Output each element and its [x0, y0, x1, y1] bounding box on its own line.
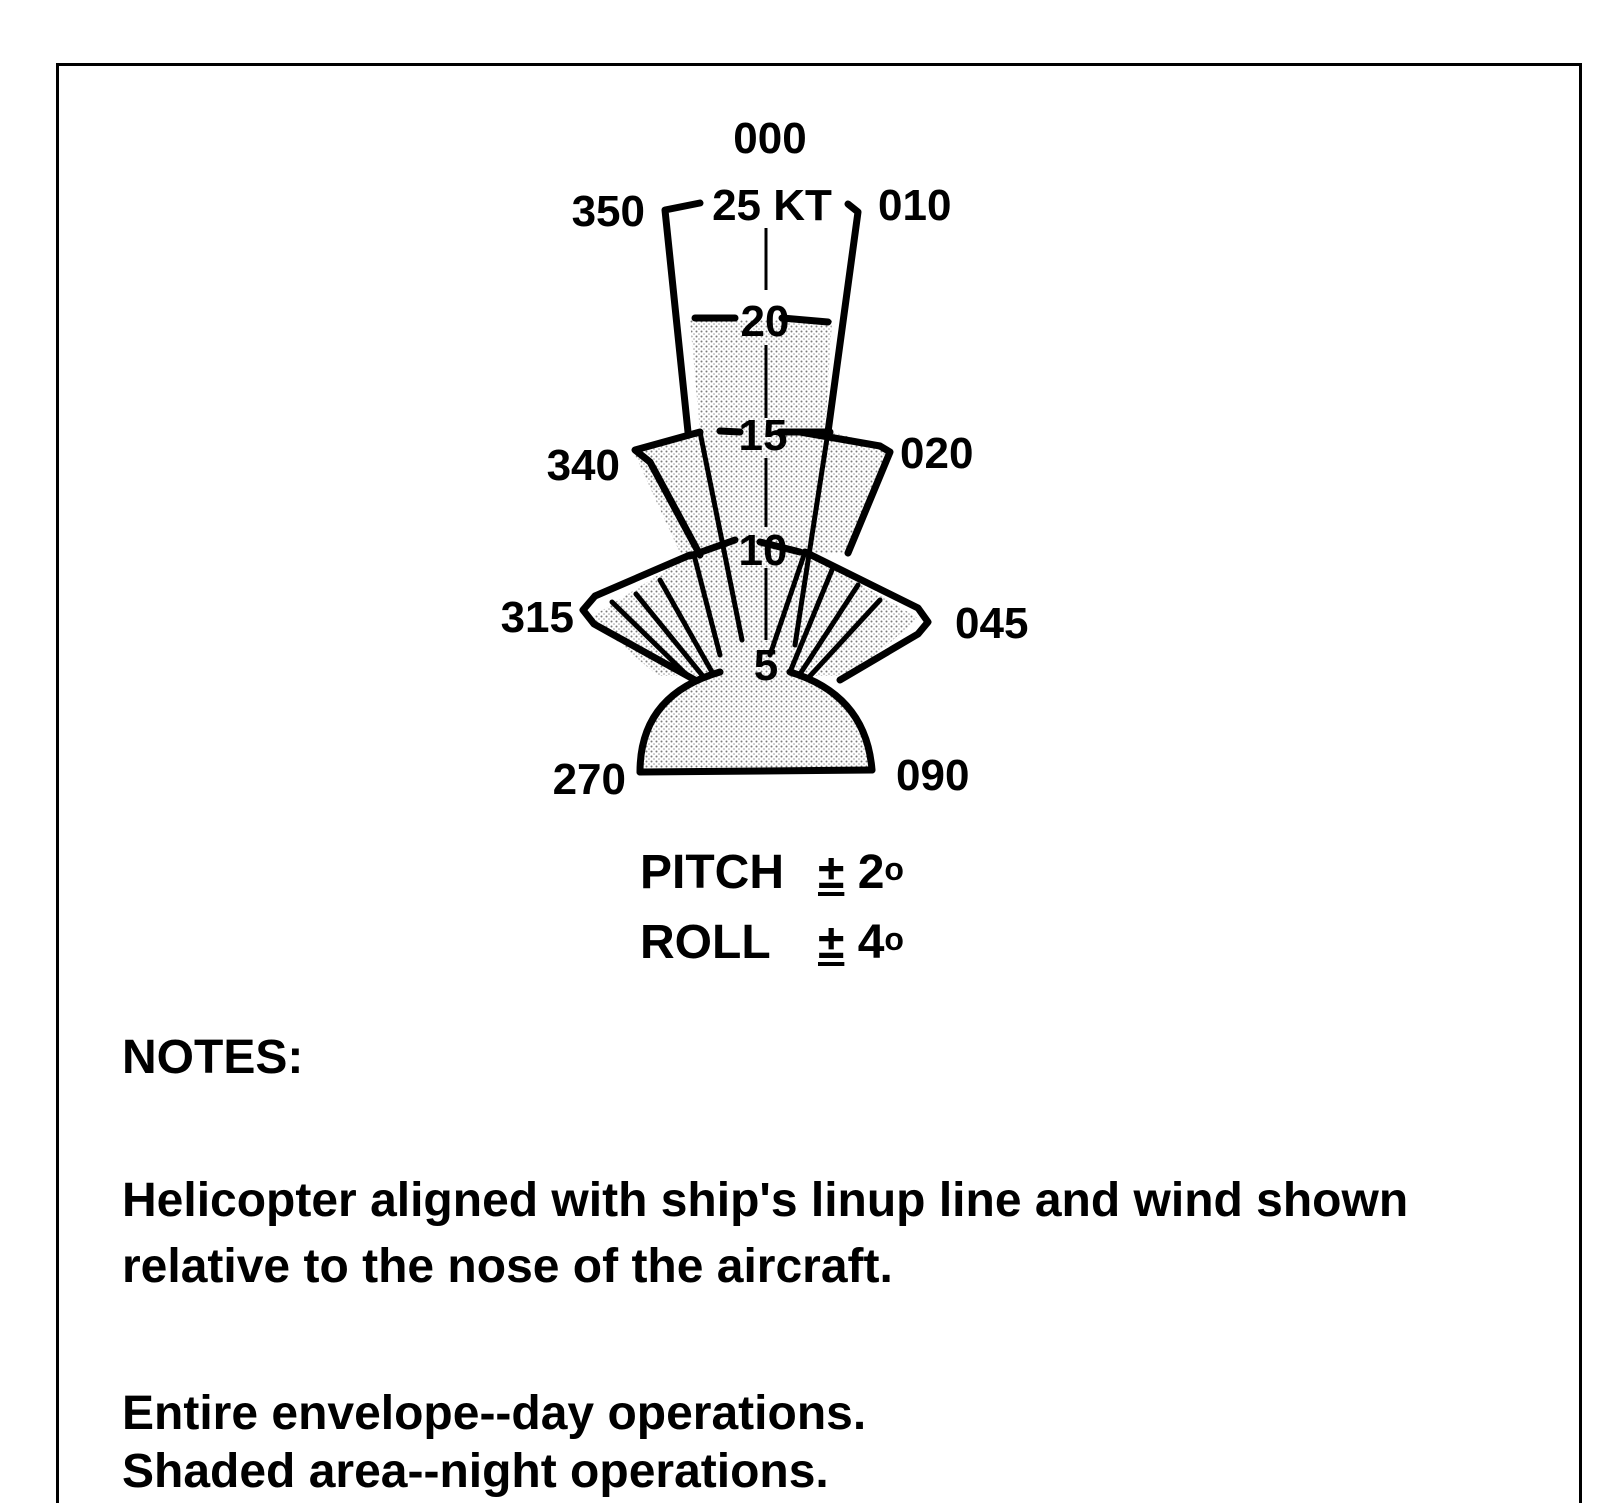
heading-350-label: 350 [572, 187, 645, 236]
wind-speed-25kt-label: 25 KT [712, 181, 832, 230]
note-alignment-line2: relative to the nose of the aircraft. [122, 1240, 893, 1293]
wind-speed-15-label: 15 [739, 411, 788, 460]
heading-020-label: 020 [900, 429, 973, 478]
roll-limit: ROLL ± 4 o [640, 908, 904, 978]
note-night-operations: Shaded area--night operations. [122, 1445, 829, 1498]
sector-lines [609, 429, 883, 681]
note-day-operations: Entire envelope--day operations. [122, 1387, 867, 1440]
roll-value: 4 [857, 916, 885, 969]
wind-speed-5-label: 5 [754, 641, 778, 690]
heading-340-label: 340 [547, 441, 620, 490]
roll-degree-symbol: o [884, 921, 904, 957]
note-alignment-line1: Helicopter aligned with ship's linup lin… [122, 1174, 1409, 1227]
note-alignment: Helicopter aligned with ship's linup lin… [122, 1168, 1408, 1300]
notes-heading: NOTES: [122, 1031, 304, 1084]
heading-270-label: 270 [553, 755, 626, 804]
heading-045-label: 045 [955, 599, 1028, 648]
heading-000-label: 000 [733, 114, 806, 163]
roll-sign: ± [818, 916, 845, 969]
wind-speed-20-label: 20 [741, 297, 790, 346]
pitch-label: PITCH [640, 846, 784, 899]
heading-010-label: 010 [878, 181, 951, 230]
pitch-limit: PITCH ± 2 o [640, 838, 904, 908]
attitude-limits: PITCH ± 2 o ROLL ± 4 o [640, 838, 904, 978]
roll-label: ROLL [640, 916, 771, 969]
day-envelope-outline [579, 199, 932, 776]
heading-090-label: 090 [896, 751, 969, 800]
pitch-degree-symbol: o [884, 851, 904, 887]
heading-315-label: 315 [501, 593, 574, 642]
diagram-frame [56, 63, 1582, 1503]
wind-speed-10-label: 10 [739, 526, 788, 575]
pitch-sign: ± [818, 846, 845, 899]
pitch-value: 2 [857, 846, 885, 899]
note-operations: Entire envelope--day operations. Shaded … [122, 1385, 866, 1501]
